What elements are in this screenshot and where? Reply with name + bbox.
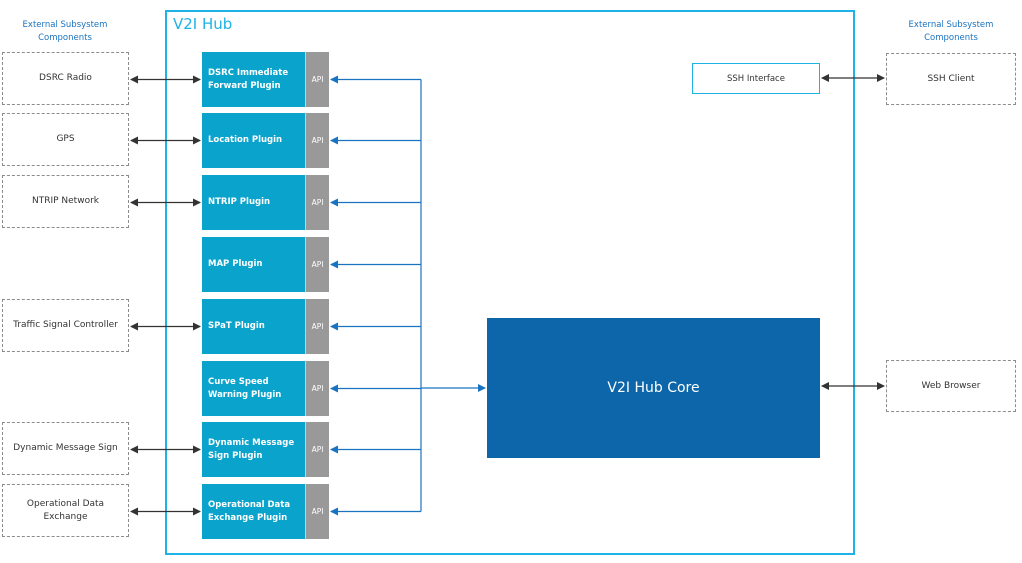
plugin-label: NTRIP Plugin xyxy=(208,196,270,209)
heading-line: Components xyxy=(924,33,978,43)
heading-line: External Subsystem xyxy=(22,20,108,30)
plugin-label-line: Forward Plugin xyxy=(208,80,281,91)
plugin-label-line: NTRIP Plugin xyxy=(208,197,271,207)
plugin-label: SPaT Plugin xyxy=(208,320,265,333)
external-label-line: Traffic Signal Controller xyxy=(13,320,118,330)
external-label: NTRIP Network xyxy=(32,195,99,208)
external-label-line: Dynamic Message Sign xyxy=(13,443,118,453)
api-port: API xyxy=(305,175,329,230)
external-label: Traffic Signal Controller xyxy=(13,319,118,332)
external-label-line: Exchange xyxy=(43,511,88,522)
v2i-hub-boundary xyxy=(165,10,855,555)
external-component: NTRIP Network xyxy=(2,175,129,228)
external-label: Dynamic Message Sign xyxy=(13,442,118,455)
api-port: API xyxy=(305,484,329,539)
heading-line: External Subsystem xyxy=(908,20,994,30)
api-port: API xyxy=(305,299,329,354)
plugin-label-line: DSRC Immediate xyxy=(208,67,289,78)
api-port: API xyxy=(305,113,329,168)
plugin-box: NTRIP Plugin xyxy=(202,175,306,230)
plugin-label-line: Sign Plugin xyxy=(208,450,263,461)
external-label-line: Operational Data xyxy=(26,498,105,509)
plugin-label-line: Operational Data xyxy=(208,499,291,510)
plugin-label-line: MAP Plugin xyxy=(208,259,263,269)
plugin-label: Location Plugin xyxy=(208,134,282,147)
api-port: API xyxy=(305,361,329,416)
external-label: DSRC Radio xyxy=(39,72,92,85)
external-label-line: GPS xyxy=(56,134,75,144)
external-component: Dynamic Message Sign xyxy=(2,422,129,475)
plugin-box: Location Plugin xyxy=(202,113,306,168)
external-component: GPS xyxy=(2,113,129,166)
external-heading-left: External Subsystem Components xyxy=(0,19,130,45)
external-heading-right: External Subsystem Components xyxy=(886,19,1016,45)
v2i-hub-core: V2I Hub Core xyxy=(487,318,820,458)
plugin-label-line: Exchange Plugin xyxy=(208,512,288,523)
api-port: API xyxy=(305,422,329,477)
plugin-box: MAP Plugin xyxy=(202,237,306,292)
plugin-box: SPaT Plugin xyxy=(202,299,306,354)
plugin-label-line: Warning Plugin xyxy=(208,389,282,400)
api-port: API xyxy=(305,237,329,292)
external-label: GPS xyxy=(56,133,74,146)
plugin-label: MAP Plugin xyxy=(208,258,262,271)
plugin-label-line: Dynamic Message xyxy=(208,437,295,448)
ssh-interface: SSH Interface xyxy=(692,63,820,94)
plugin-label-line: Curve Speed xyxy=(208,376,269,387)
ssh-client: SSH Client xyxy=(886,53,1016,105)
heading-line: Components xyxy=(38,33,92,43)
plugin-label-line: Location Plugin xyxy=(208,135,283,145)
external-component: Traffic Signal Controller xyxy=(2,299,129,352)
external-label-line: DSRC Radio xyxy=(39,73,92,83)
api-port: API xyxy=(305,52,329,107)
hub-title: V2I Hub xyxy=(173,15,233,33)
plugin-label-line: SPaT Plugin xyxy=(208,321,265,331)
web-browser: Web Browser xyxy=(886,360,1016,412)
external-label-line: NTRIP Network xyxy=(31,196,99,206)
external-component: DSRC Radio xyxy=(2,52,129,105)
